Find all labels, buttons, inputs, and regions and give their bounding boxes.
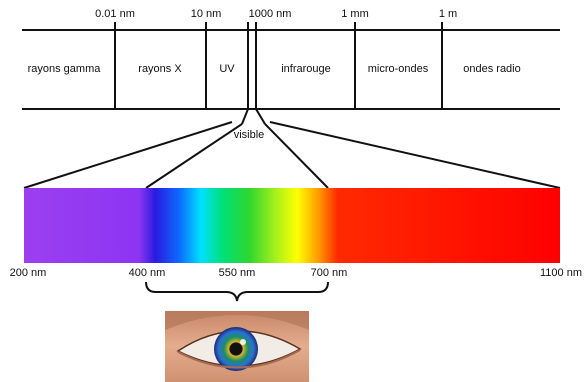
visible-range-brace <box>146 282 328 301</box>
spectrum-tick-label: 200 nm <box>10 267 47 279</box>
zoom-line-1100nm <box>270 122 560 188</box>
band-labels: rayons gamma rayons X UV infrarouge micr… <box>28 63 521 75</box>
band-label-uv: UV <box>219 63 235 75</box>
band-label-microwave: micro-ondes <box>368 63 429 75</box>
visible-right-connector <box>256 109 265 124</box>
visible-left-connector <box>242 109 248 124</box>
boundary-label: 1 mm <box>341 8 369 20</box>
boundary-labels: 0.01 nm 10 nm 1000 nm 1 mm 1 m <box>95 8 457 20</box>
zoom-line-200nm <box>24 122 232 188</box>
eye-icon <box>165 311 309 382</box>
spectrum-bar <box>24 188 560 263</box>
spectrum-tick-label: 550 nm <box>219 267 256 279</box>
spectrum-tick-label: 400 nm <box>129 267 166 279</box>
eye-pupil-highlight <box>240 339 246 345</box>
zoom-lines <box>24 122 560 188</box>
spectrum-tick-label: 700 nm <box>311 267 348 279</box>
eye-iris <box>214 327 258 371</box>
boundary-label: 1 m <box>439 8 457 20</box>
boundary-label: 0.01 nm <box>95 8 135 20</box>
spectrum-tick-label: 1100 nm <box>540 267 582 279</box>
boundary-label: 1000 nm <box>249 8 292 20</box>
band-label-gamma: rayons gamma <box>28 63 102 75</box>
band-label-xray: rayons X <box>138 63 182 75</box>
band-label-radio: ondes radio <box>463 63 521 75</box>
visible-label: visible <box>234 129 265 141</box>
spectrum-tick-labels: 200 nm 400 nm 550 nm 700 nm 1100 nm <box>10 267 582 279</box>
band-label-infrared: infrarouge <box>281 63 331 75</box>
boundary-label: 10 nm <box>191 8 222 20</box>
